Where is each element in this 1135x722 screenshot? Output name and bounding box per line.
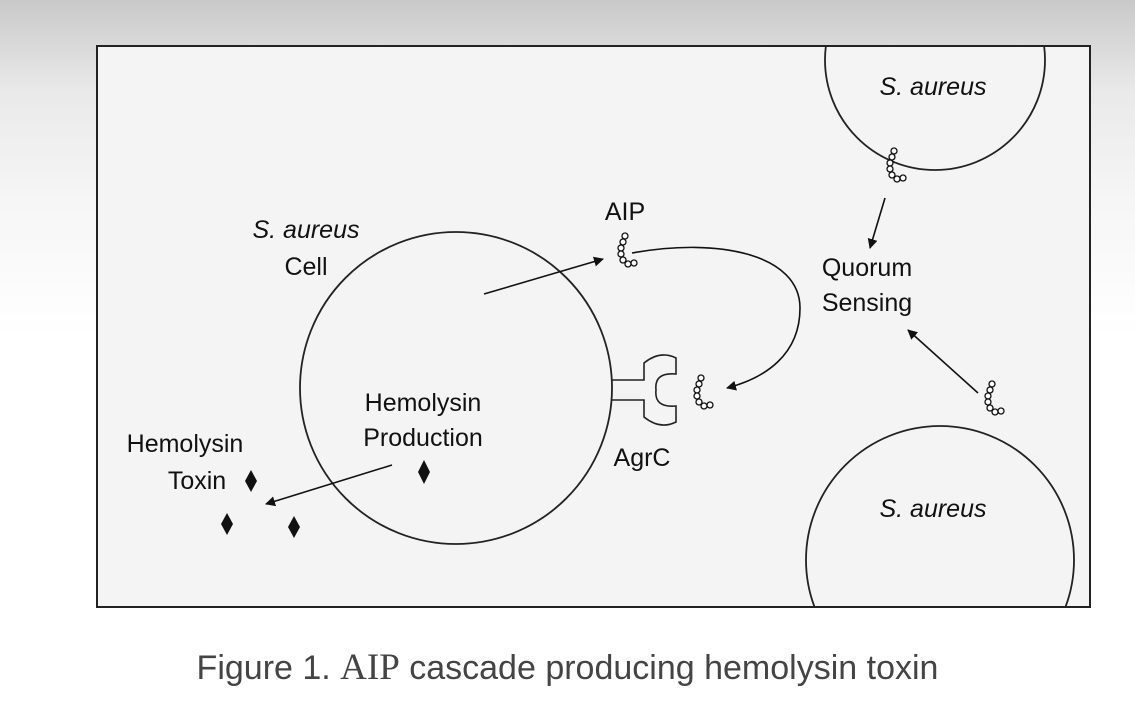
main-cell-species-label: S. aureus <box>252 216 359 244</box>
quorum-label-line2: Sensing <box>822 289 912 317</box>
caption-rest: cascade producing hemolysin toxin <box>399 649 939 687</box>
production-label-line2: Production <box>363 424 483 452</box>
main-cell-word-label: Cell <box>284 253 327 281</box>
caption-prefix: Figure 1. <box>196 649 341 687</box>
top-cell <box>824 46 1046 171</box>
aip-label: AIP <box>605 198 645 226</box>
arrow-bottom-to-quorum <box>907 329 979 394</box>
main-cell <box>299 231 613 545</box>
toxin-diamond-icon <box>221 513 233 535</box>
toxin-diamond-icon <box>245 470 257 492</box>
toxin-label-line1: Hemolysin <box>127 430 244 458</box>
toxin-label-line2: Toxin <box>168 467 226 495</box>
agrc-label: AgrC <box>614 444 671 472</box>
arrow-production-to-toxin <box>265 464 393 507</box>
toxin-diamond-icon <box>418 460 430 484</box>
caption-abbreviation: AIP <box>340 647 400 688</box>
arrow-cell-to-aip <box>483 256 604 295</box>
arrow-top-to-quorum <box>867 197 886 249</box>
bottom-cell-label: S. aureus <box>879 495 986 523</box>
figure-caption: Figure 1. AIP cascade producing hemolysi… <box>0 646 1135 690</box>
top-cell-label: S. aureus <box>879 73 986 101</box>
production-label-line1: Hemolysin <box>365 389 482 417</box>
quorum-label-line1: Quorum <box>822 254 912 282</box>
bottom-cell <box>805 425 1075 607</box>
arrow-aip-to-agrc <box>631 246 801 391</box>
agrc-receptor <box>612 354 677 426</box>
toxin-diamond-icon <box>288 516 300 538</box>
diagram-frame <box>96 45 1091 608</box>
